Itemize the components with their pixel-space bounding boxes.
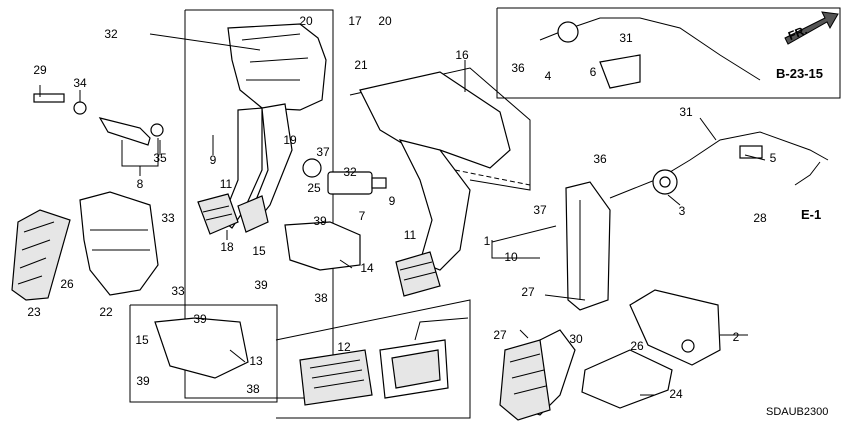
label-part-30: 30 (569, 332, 583, 346)
label-part-15-b: 15 (135, 333, 149, 347)
label-part-6: 6 (589, 65, 597, 79)
label-part-19: 19 (283, 133, 297, 147)
label-part-39-c: 39 (193, 312, 207, 326)
label-part-21: 21 (354, 58, 368, 72)
label-part-39-b: 39 (254, 278, 268, 292)
cover-2 (629, 289, 721, 366)
label-part-29: 29 (33, 63, 47, 77)
pedal-pads-12 (299, 317, 469, 406)
label-part-12: 12 (337, 340, 351, 354)
label-part-28: 28 (753, 211, 767, 225)
label-part-16: 16 (455, 48, 469, 62)
label-part-7: 7 (358, 209, 366, 223)
label-part-32-b: 32 (343, 165, 357, 179)
front-arrow (784, 11, 839, 45)
bracket-13 (154, 317, 249, 379)
label-part-2: 2 (732, 330, 740, 344)
module-24 (581, 349, 673, 409)
label-part-31-mid: 31 (679, 105, 693, 119)
label-part-36-mid: 36 (593, 152, 607, 166)
label-part-17: 17 (348, 14, 362, 28)
label-part-11-left: 11 (219, 177, 233, 191)
label-part-37-left: 37 (316, 145, 330, 159)
brake-pedal-assembly (197, 23, 327, 235)
label-part-14: 14 (360, 261, 374, 275)
label-part-39-a: 39 (313, 214, 327, 228)
label-part-33-top: 33 (161, 211, 175, 225)
label-part-24: 24 (669, 387, 683, 401)
label-part-38-a: 38 (314, 291, 328, 305)
switch-7 (302, 158, 387, 195)
label-part-4: 4 (544, 69, 552, 83)
diagram-code: SDAUB2300 (766, 406, 829, 418)
label-part-3: 3 (678, 204, 686, 218)
pedal-bracket-16 (359, 71, 511, 297)
cable-3 (609, 131, 829, 199)
label-part-20-a: 20 (299, 14, 313, 28)
label-part-5: 5 (769, 151, 777, 165)
ref-e-1[interactable]: E-1 (801, 207, 822, 222)
label-part-22: 22 (99, 305, 113, 319)
accelerator-pedal-1 (499, 181, 611, 421)
label-part-10: 10 (504, 250, 518, 264)
label-part-34: 34 (73, 76, 87, 90)
label-part-26-right: 26 (630, 339, 644, 353)
leader-lines (39, 33, 821, 396)
ref-b-23-15[interactable]: B-23-15 (776, 66, 823, 81)
label-part-31-top: 31 (619, 31, 633, 45)
label-part-1: 1 (483, 234, 491, 248)
label-part-27-b: 27 (493, 328, 507, 342)
label-part-23: 23 (27, 305, 41, 319)
label-part-9-left: 9 (209, 153, 217, 167)
label-part-36-top: 36 (511, 61, 525, 75)
bracket-22 (79, 191, 159, 296)
label-part-11-center: 11 (403, 228, 417, 242)
label-part-25: 25 (307, 181, 321, 195)
label-part-37-right: 37 (533, 203, 547, 217)
label-part-35: 35 (153, 151, 167, 165)
rod-8 (33, 93, 164, 146)
footrest-23 (11, 209, 71, 301)
bracket-14 (284, 221, 361, 271)
label-part-39-d: 39 (136, 374, 150, 388)
label-part-27-a: 27 (521, 285, 535, 299)
label-part-20-b: 20 (378, 14, 392, 28)
label-part-32: 32 (104, 27, 118, 41)
label-part-38-b: 38 (246, 382, 260, 396)
label-part-18: 18 (220, 240, 234, 254)
cable-4 (539, 17, 761, 89)
label-part-8: 8 (136, 177, 144, 191)
label-part-33-bottom: 33 (171, 284, 185, 298)
label-part-15-a: 15 (252, 244, 266, 258)
label-part-9-center: 9 (388, 194, 396, 208)
label-part-13: 13 (249, 354, 263, 368)
label-part-26-left: 26 (60, 277, 74, 291)
